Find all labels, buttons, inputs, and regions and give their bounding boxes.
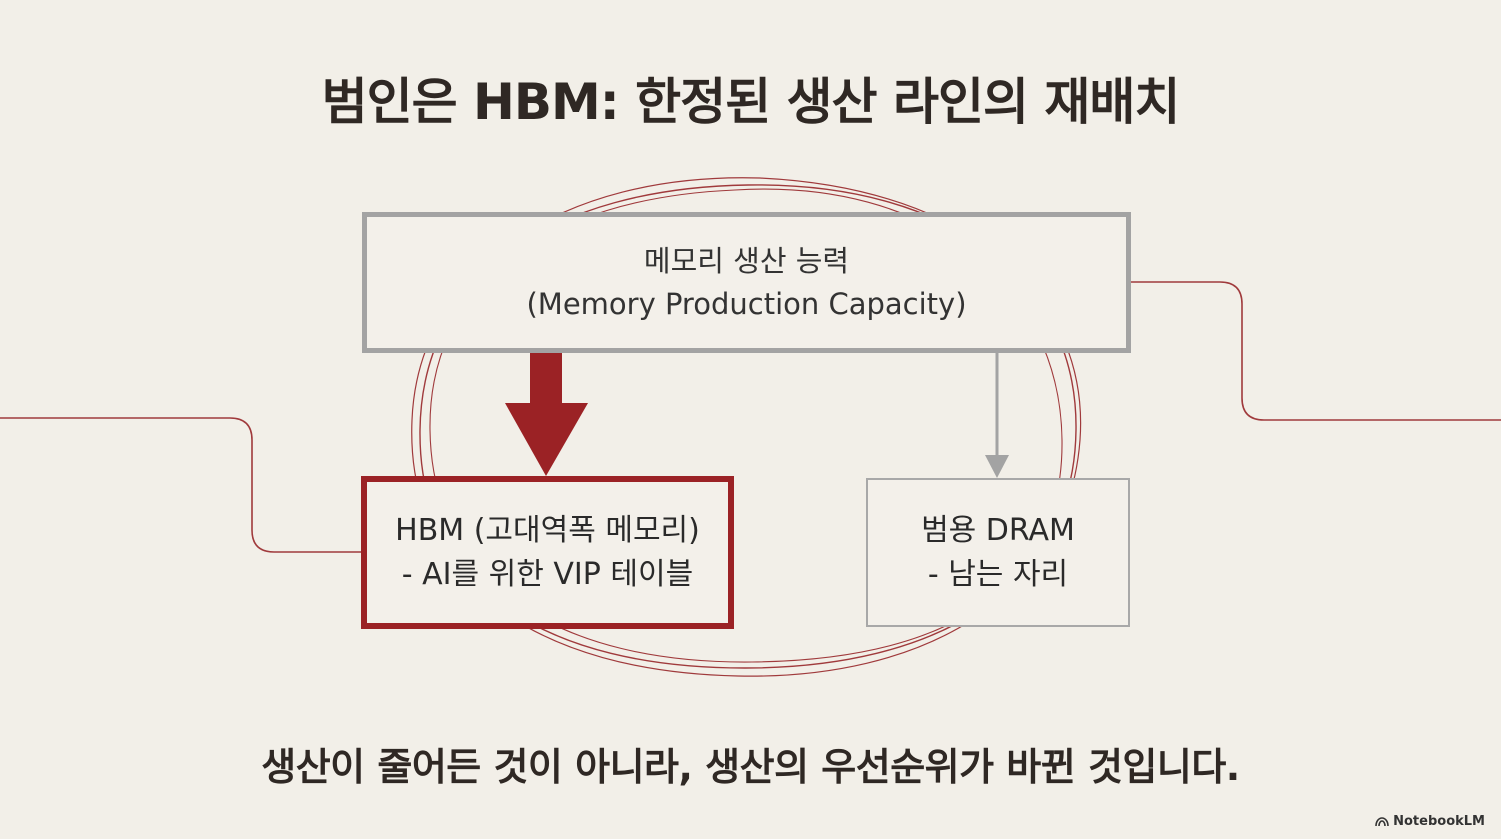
conclusion-text: 생산이 줄어든 것이 아니라, 생산의 우선순위가 바뀐 것입니다.	[261, 745, 1240, 789]
hbm-box: HBM (고대역폭 메모리) - AI를 위한 VIP 테이블	[361, 476, 734, 629]
memory-capacity-label-en: (Memory Production Capacity)	[526, 286, 967, 321]
brand-watermark: NotebookLM	[1375, 814, 1485, 829]
notebooklm-logo-icon	[1375, 816, 1389, 826]
red-down-arrow	[505, 353, 588, 476]
dram-sublabel: - 남는 자리	[927, 556, 1069, 592]
left-connector-line	[0, 417, 361, 553]
hbm-label: HBM (고대역폭 메모리)	[395, 513, 700, 548]
memory-capacity-box: 메모리 생산 능력 (Memory Production Capacity)	[362, 212, 1131, 353]
dram-label: 범용 DRAM	[921, 513, 1075, 548]
hbm-sublabel: - AI를 위한 VIP 테이블	[401, 556, 694, 592]
slide-title: 범인은 HBM: 한정된 생산 라인의 재배치	[321, 73, 1181, 131]
brand-label: NotebookLM	[1393, 814, 1485, 829]
dram-box: 범용 DRAM - 남는 자리	[866, 478, 1130, 627]
right-connector-line	[1131, 281, 1501, 421]
gray-down-arrow	[985, 353, 1009, 478]
memory-capacity-label-ko: 메모리 생산 능력	[643, 244, 850, 279]
